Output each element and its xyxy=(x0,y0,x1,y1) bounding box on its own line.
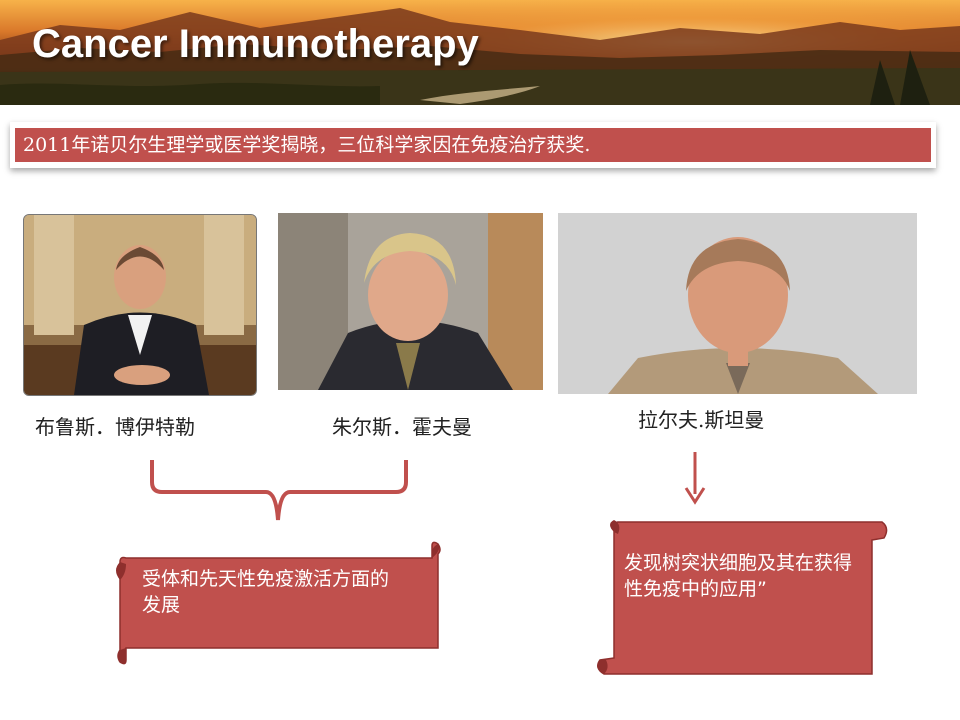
scroll-right-text: 发现树突状细胞及其在获得性免疫中的应用” xyxy=(624,552,853,600)
headline-text: 2011年诺贝尔生理学或医学奖揭晓，三位科学家因在免疫治疗获奖. xyxy=(15,128,931,162)
laureate-name-1: 布鲁斯．博伊特勒 xyxy=(35,415,195,439)
laureate-name-3: 拉尔夫.斯坦曼 xyxy=(638,408,765,432)
scroll-right: 发现树突状细胞及其在获得性免疫中的应用” xyxy=(592,518,892,684)
header-banner: Cancer Immunotherapy xyxy=(0,0,960,105)
scroll-left-text: 受体和先天性免疫激活方面的发展 xyxy=(142,568,390,616)
landscape-image xyxy=(0,0,960,105)
brace-connector xyxy=(150,460,408,521)
headline-banner: 2011年诺贝尔生理学或医学奖揭晓，三位科学家因在免疫治疗获奖. xyxy=(10,122,936,168)
scroll-left: 受体和先天性免疫激活方面的发展 xyxy=(112,540,442,666)
laureate-name-2: 朱尔斯．霍夫曼 xyxy=(332,415,472,439)
down-arrow-icon xyxy=(684,487,706,505)
laureate-photo-1 xyxy=(23,214,257,396)
laureate-photo-3 xyxy=(558,213,917,394)
laureate-photo-2 xyxy=(278,213,543,390)
slide-title: Cancer Immunotherapy xyxy=(32,22,479,66)
